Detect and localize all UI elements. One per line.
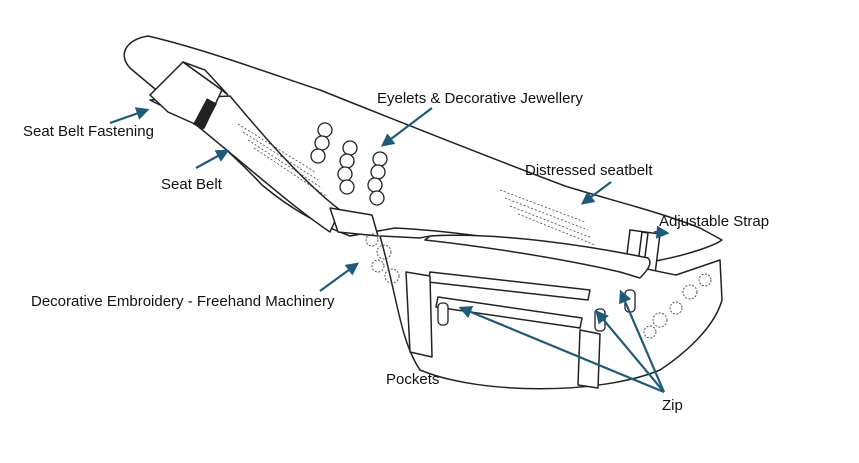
arrow-seat-belt [195, 149, 230, 169]
strap-stitching [237, 123, 596, 246]
embroidery-pattern [365, 233, 712, 339]
arrow-zip-3 [619, 289, 666, 393]
label-seat-belt-fastening: Seat Belt Fastening [23, 123, 154, 140]
label-seat-belt: Seat Belt [161, 176, 222, 193]
label-adjustable-strap: Adjustable Strap [659, 213, 770, 230]
eyelet-rings [310, 122, 388, 206]
label-decorative-embroidery: Decorative Embroidery - Freehand Machine… [31, 293, 335, 310]
leader-arrows [109, 107, 670, 394]
label-eyelets-jewellery: Eyelets & Decorative Jewellery [377, 90, 583, 107]
seat-belt-buckle [148, 61, 229, 130]
arrow-zip-2 [595, 309, 665, 393]
arrow-zip-1 [458, 305, 665, 394]
strap [123, 35, 723, 263]
arrow-seat-belt-fastening [109, 107, 150, 125]
label-zip: Zip [662, 397, 683, 414]
label-pockets: Pockets [386, 371, 440, 388]
arrow-eyelets [380, 107, 433, 147]
arrow-adjustable-strap [653, 225, 670, 239]
bag-body [379, 234, 723, 390]
arrow-embroidery [319, 262, 360, 292]
arrow-distressed-seatbelt [580, 181, 612, 205]
label-distressed-seatbelt: Distressed seatbelt [525, 162, 653, 179]
